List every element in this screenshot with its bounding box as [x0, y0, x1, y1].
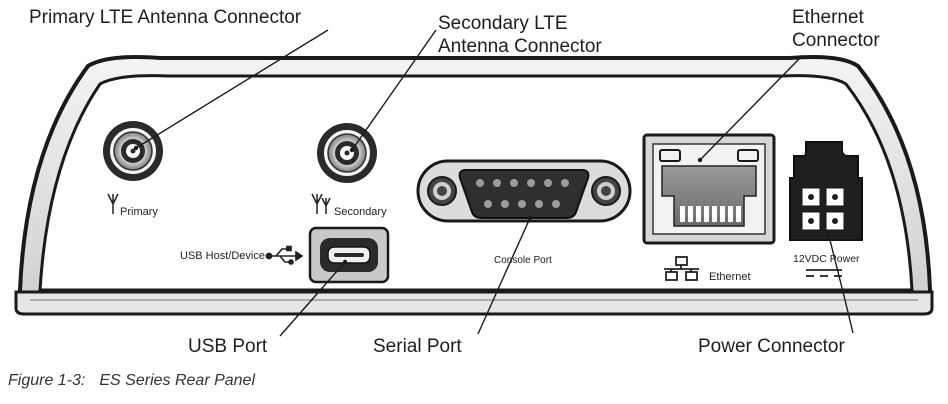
figure-caption: Figure 1-3: ES Series Rear Panel: [8, 372, 255, 390]
usb-port[interactable]: [308, 226, 390, 284]
dual-antenna-icon: [311, 193, 331, 214]
leader-dots: [133, 145, 831, 265]
figure-number: Figure 1-3:: [8, 372, 86, 389]
console-port-label: Console Port: [494, 255, 552, 266]
dc-symbol-icon: [806, 269, 842, 277]
callout-secondary-lte-line1: Secondary LTE: [438, 13, 568, 34]
callout-ethernet-line2: Connector: [792, 30, 880, 51]
leader-secondary-antenna: [351, 29, 437, 151]
ethernet-port[interactable]: [642, 133, 776, 245]
callout-serial-port: Serial Port: [373, 336, 462, 357]
callout-power-connector: Power Connector: [698, 336, 845, 357]
leader-power: [827, 231, 854, 334]
ethernet-label: Ethernet: [709, 271, 751, 283]
callout-ethernet-line1: Ethernet: [792, 7, 864, 28]
figure-title: ES Series Rear Panel: [99, 372, 256, 389]
callout-primary-lte-antenna: Primary LTE Antenna Connector: [29, 7, 302, 28]
primary-antenna-connector[interactable]: [103, 121, 163, 181]
primary-label: Primary: [120, 206, 158, 218]
power-label: 12VDC Power: [793, 253, 860, 265]
usb-symbol-icon: [265, 245, 304, 265]
network-icon: [664, 256, 699, 281]
usb-host-device-label: USB Host/Device: [180, 250, 265, 262]
secondary-label: Secondary: [334, 206, 387, 218]
leader-usb: [279, 261, 346, 337]
callout-secondary-lte-line2: Antenna Connector: [438, 36, 602, 57]
secondary-antenna-connector[interactable]: [317, 123, 377, 183]
antenna-icon: [107, 193, 119, 214]
callout-usb-port: USB Port: [188, 336, 268, 357]
leader-ethernet: [699, 57, 801, 161]
leader-primary-antenna: [135, 29, 329, 149]
leader-lines: [135, 29, 854, 337]
serial-console-port[interactable]: [416, 159, 632, 223]
leader-serial: [477, 217, 531, 335]
power-connector[interactable]: [789, 141, 863, 241]
